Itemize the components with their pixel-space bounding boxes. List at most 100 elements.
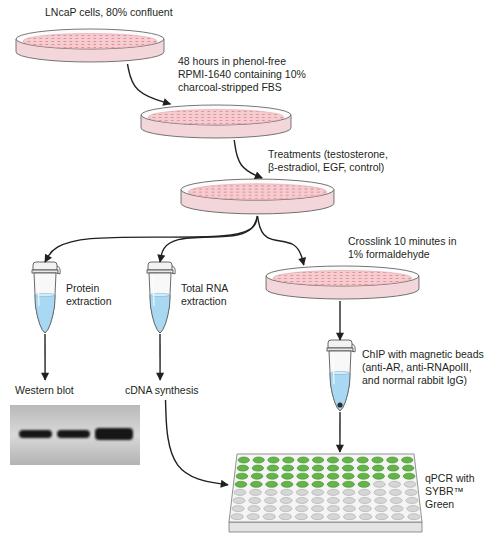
plate-well	[376, 514, 388, 520]
tube-cap	[148, 262, 172, 270]
plate-well	[312, 481, 324, 487]
dish-outline	[15, 28, 165, 64]
plate-well	[327, 514, 339, 520]
plate-well	[266, 481, 278, 487]
plate-well	[390, 498, 402, 504]
step-label: LNcaP cells, 80% confluent	[45, 6, 215, 19]
plate-well	[359, 506, 371, 512]
tube-body	[34, 273, 56, 333]
flow-arrow	[44, 334, 45, 380]
dish-rim	[141, 105, 291, 125]
plate-well	[280, 506, 292, 512]
dish-rim	[181, 179, 334, 200]
plate-well	[358, 489, 370, 495]
dish-outline	[140, 104, 292, 140]
tube-outline	[30, 262, 60, 334]
plate-well	[281, 481, 293, 487]
plate-well	[252, 465, 263, 471]
plate-well	[297, 473, 309, 479]
step-label: Protein extraction	[66, 282, 126, 308]
sample-tube: Protein extraction	[30, 262, 60, 334]
tube-body	[149, 273, 171, 333]
plate-well	[342, 457, 353, 463]
dish-rim	[16, 29, 164, 49]
plate-well	[374, 489, 386, 495]
culture-medium	[148, 110, 284, 125]
plate-well	[263, 514, 275, 520]
protein-band	[57, 430, 90, 438]
plate-well	[312, 457, 323, 463]
flow-arrow	[339, 412, 340, 452]
plate-well	[253, 457, 264, 463]
plate-well	[373, 473, 385, 479]
plate-well	[392, 514, 404, 520]
petri-dish: 48 hours in phenol-free RPMI-1640 contai…	[140, 104, 292, 140]
plate-well	[250, 489, 262, 495]
plate-well	[264, 498, 276, 504]
tube-liquid	[330, 373, 350, 411]
plate-well	[312, 465, 323, 471]
step-label: Western blot	[15, 384, 135, 397]
plate-well	[390, 489, 402, 495]
plate-well	[327, 457, 338, 463]
plate-well	[327, 506, 339, 512]
tube-cap	[328, 340, 352, 348]
flow-arrow	[166, 400, 229, 485]
plate-well	[312, 498, 324, 504]
plate-well	[343, 498, 355, 504]
flow-arrow	[339, 301, 340, 340]
plate-well	[372, 457, 383, 463]
plate-well	[238, 457, 249, 463]
plate-well	[298, 457, 309, 463]
plate-well	[267, 465, 278, 471]
plate-well	[327, 489, 339, 495]
plate-well	[265, 489, 277, 495]
tube-highlight	[153, 276, 154, 306]
plate-well	[296, 498, 308, 504]
plate-well	[358, 473, 370, 479]
plate-well	[402, 457, 413, 463]
plate-well	[343, 506, 355, 512]
plate-well	[387, 457, 398, 463]
flow-arrow	[45, 216, 258, 262]
plate-well	[327, 465, 338, 471]
plate-well	[404, 481, 416, 487]
plate-well	[408, 514, 420, 520]
plate-well	[357, 457, 368, 463]
plate-well	[391, 506, 403, 512]
plate-well	[231, 514, 243, 520]
plate-well	[402, 465, 413, 471]
plate-well	[343, 481, 355, 487]
protein-band	[95, 428, 133, 440]
petri-dish: LNcaP cells, 80% confluent	[15, 28, 165, 64]
tube-outline	[145, 262, 175, 334]
step-label: qPCR with SYBR™ Green	[425, 472, 495, 511]
plate-well	[280, 498, 292, 504]
step-label: 48 hours in phenol-free RPMI-1640 contai…	[178, 55, 306, 94]
plate-well	[295, 514, 307, 520]
flow-arrow	[128, 64, 171, 104]
plate-well	[343, 489, 355, 495]
plate-well	[312, 506, 324, 512]
plate-well	[264, 506, 276, 512]
plate-well	[388, 473, 400, 479]
culture-medium	[188, 184, 326, 200]
plate-well	[247, 514, 259, 520]
plate-well	[357, 465, 368, 471]
plate-well	[236, 473, 248, 479]
plate-well	[296, 489, 308, 495]
flow-arrow	[258, 216, 304, 265]
tube-highlight	[333, 354, 334, 384]
blot-membrane	[10, 405, 140, 465]
plate-well	[283, 457, 294, 463]
tube-liquid	[150, 295, 170, 333]
plate-well	[235, 481, 247, 487]
step-label: Total RNA extraction	[181, 282, 243, 308]
western-blot: Western blot	[10, 380, 140, 465]
plate-well	[360, 514, 372, 520]
plate-well	[297, 481, 309, 487]
plate-well	[327, 473, 339, 479]
petri-dish: Treatments (testosterone, β-estradiol, E…	[180, 178, 335, 216]
plate-well	[267, 473, 279, 479]
